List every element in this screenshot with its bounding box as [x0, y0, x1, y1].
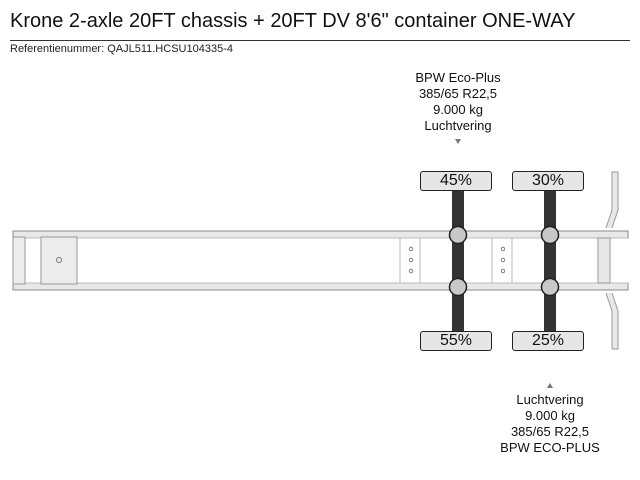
axle-beam	[544, 190, 556, 332]
top-spec-suspension: Luchtvering	[424, 118, 492, 133]
kingpin-plate	[40, 236, 78, 285]
top-spec-tyre: 385/65 R22,5	[418, 86, 498, 101]
header-divider	[10, 40, 630, 41]
bolt-icon	[500, 268, 506, 274]
axle-2	[540, 190, 560, 332]
bolt-icon	[408, 246, 414, 252]
kingpin-icon	[56, 257, 62, 263]
bottom-spec-capacity: 9.000 kg	[525, 408, 575, 423]
top-axle-spec: BPW Eco-Plus 385/65 R22,5 9.000 kg Lucht…	[368, 70, 548, 134]
top-spec-capacity: 9.000 kg	[433, 102, 483, 117]
bottom-spec-tyre: 385/65 R22,5	[510, 424, 590, 439]
chassis-rail-top	[12, 230, 629, 239]
arrow-down-icon	[455, 139, 461, 144]
axle-1	[448, 190, 468, 332]
hub-icon	[540, 225, 560, 245]
rear-light-bracket-top	[605, 171, 619, 229]
suspension-bracket-2	[491, 237, 513, 284]
top-spec-brand: BPW Eco-Plus	[415, 70, 501, 85]
axle-2-bottom-load: 25%	[512, 331, 584, 351]
bolt-icon	[408, 268, 414, 274]
axle-beam	[452, 190, 464, 332]
bottom-spec-suspension: Luchtvering	[516, 392, 584, 407]
axle-2-top-load: 30%	[512, 171, 584, 191]
bolt-icon	[408, 257, 414, 263]
bottom-spec-brand: BPW ECO-PLUS	[500, 440, 600, 455]
reference-number: Referentienummer: QAJL511.HCSU104335-4	[10, 43, 233, 55]
arrow-up-icon	[547, 383, 553, 388]
axle-1-bottom-load: 55%	[420, 331, 492, 351]
chassis-rail-bottom	[12, 282, 629, 291]
axle-1-top-load: 45%	[420, 171, 492, 191]
page-title: Krone 2-axle 20FT chassis + 20FT DV 8'6"…	[10, 10, 576, 32]
bottom-axle-spec: Luchtvering 9.000 kg 385/65 R22,5 BPW EC…	[460, 392, 640, 456]
bolt-icon	[500, 246, 506, 252]
rear-crossmember	[597, 237, 611, 284]
rear-light-bracket-bottom	[605, 292, 619, 350]
front-end-plate	[12, 236, 26, 285]
hub-icon	[448, 277, 468, 297]
bolt-icon	[500, 257, 506, 263]
hub-icon	[448, 225, 468, 245]
suspension-bracket-1	[399, 237, 421, 284]
hub-icon	[540, 277, 560, 297]
